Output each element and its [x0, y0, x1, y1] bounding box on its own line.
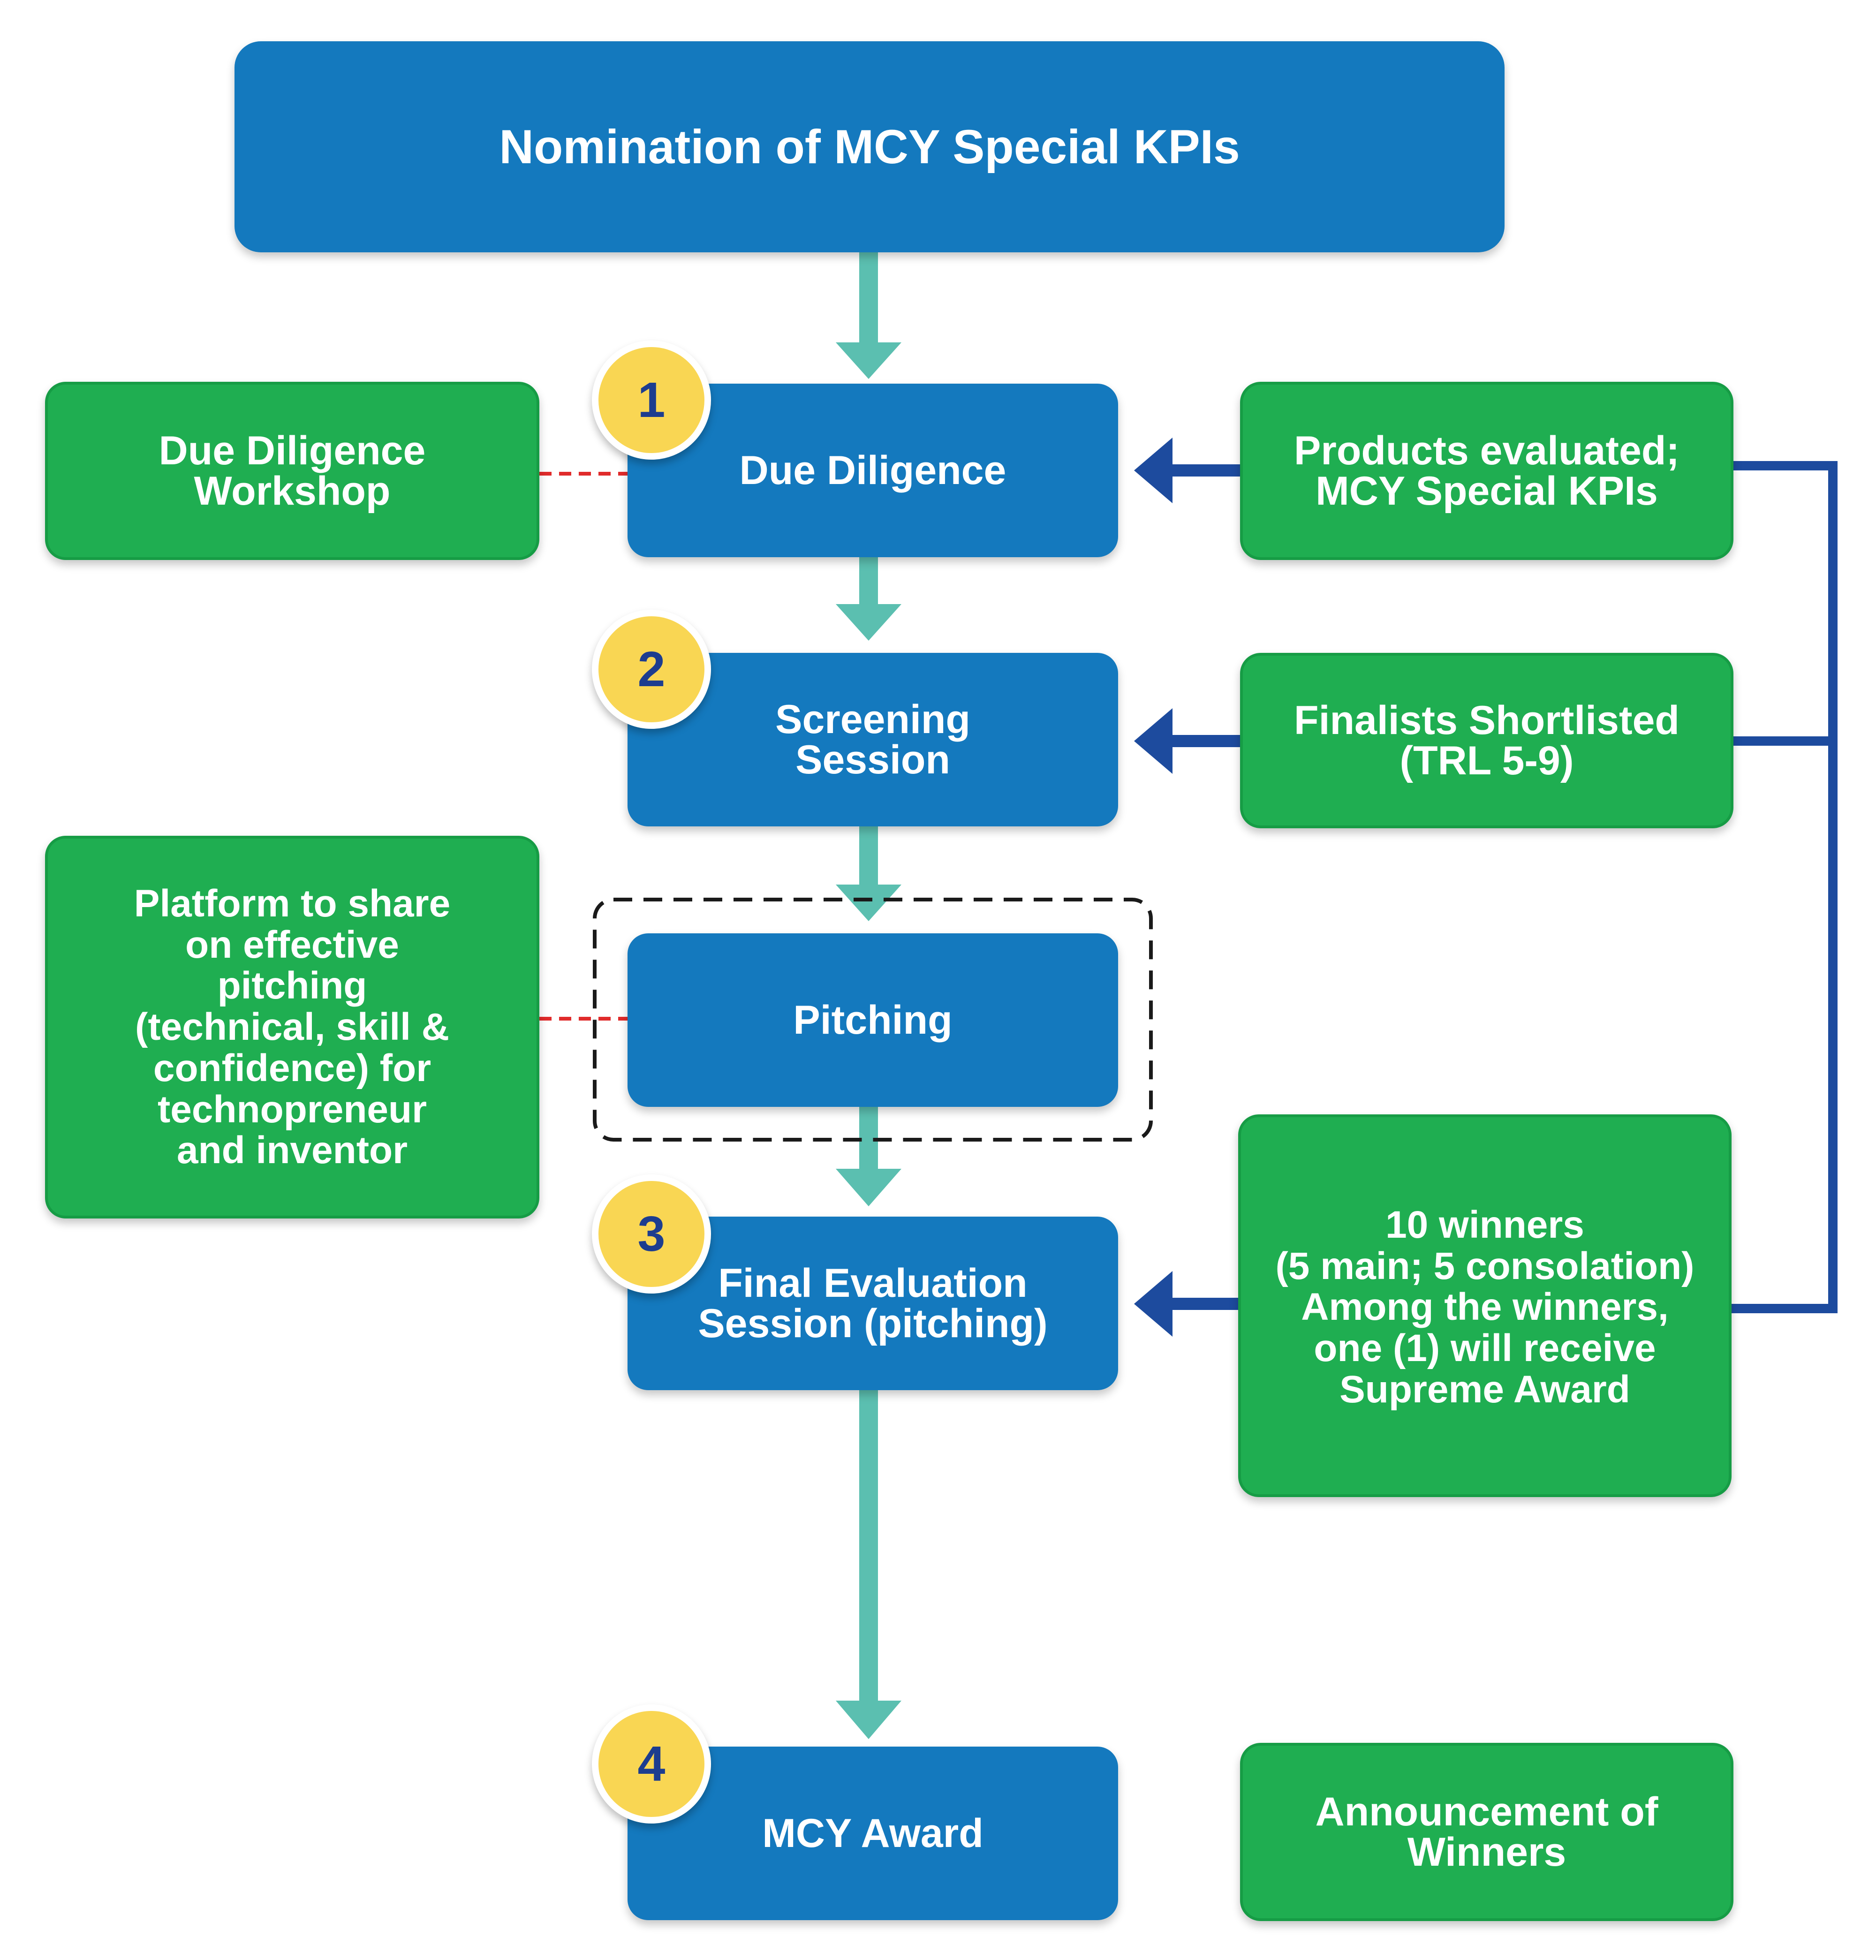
- flow-arrow-title-to-step1-head: [836, 342, 901, 379]
- step-pitching-box: Pitching: [628, 933, 1118, 1107]
- announcement-box: Announcement of Winners: [1240, 1743, 1733, 1921]
- flow-arrow-step1-to-step2-shaft: [859, 557, 878, 608]
- step-1-badge: 1: [592, 341, 711, 460]
- pitching-platform-label: Platform to share on effective pitching …: [134, 882, 451, 1172]
- due-diligence-workshop-label: Due Diligence Workshop: [159, 428, 426, 514]
- feedback-bracket: [1731, 461, 1838, 1313]
- pitching-platform-box: Platform to share on effective pitching …: [45, 836, 539, 1218]
- step-final-evaluation-label: Final Evaluation Session (pitching): [698, 1261, 1048, 1346]
- title-box: Nomination of MCY Special KPIs: [234, 41, 1505, 252]
- finalists-shortlisted-box: Finalists Shortlisted (TRL 5-9): [1240, 653, 1733, 828]
- step-2-badge: 2: [592, 610, 711, 729]
- flow-arrows: [836, 252, 901, 1739]
- flow-arrow-step3-to-step4-head: [836, 1701, 901, 1739]
- feedback-connectors: [1134, 438, 1838, 1337]
- flow-arrow-title-to-step1-shaft: [859, 252, 878, 346]
- feedback-arrow-1-head: [1134, 438, 1172, 503]
- title-text: Nomination of MCY Special KPIs: [499, 120, 1240, 174]
- step-screening-session-label: Screening Session: [775, 697, 970, 782]
- finalists-shortlisted-label: Finalists Shortlisted (TRL 5-9): [1294, 698, 1679, 783]
- feedback-arrow-2-head: [1134, 708, 1172, 774]
- step-4-badge: 4: [592, 1704, 711, 1824]
- flow-arrow-step3-to-step4-shaft: [859, 1390, 878, 1704]
- flow-arrow-step1-to-step2-head: [836, 604, 901, 641]
- due-diligence-workshop-box: Due Diligence Workshop: [45, 382, 539, 560]
- announcement-label: Announcement of Winners: [1315, 1789, 1658, 1875]
- winners-box: 10 winners (5 main; 5 consolation) Among…: [1238, 1114, 1732, 1497]
- products-evaluated-label: Products evaluated; MCY Special KPIs: [1294, 428, 1679, 514]
- winners-label: 10 winners (5 main; 5 consolation) Among…: [1275, 1203, 1694, 1411]
- feedback-arrow-3-head: [1134, 1271, 1172, 1337]
- step-pitching-label: Pitching: [793, 998, 953, 1043]
- flow-arrow-step2-to-pitching-shaft: [859, 826, 878, 888]
- step-due-diligence-label: Due Diligence: [739, 448, 1006, 493]
- step-3-badge: 3: [592, 1174, 711, 1294]
- flow-arrow-pitching-to-step3-head: [836, 1169, 901, 1206]
- step-mcy-award-label: MCY Award: [762, 1811, 983, 1856]
- products-evaluated-box: Products evaluated; MCY Special KPIs: [1240, 382, 1733, 560]
- flow-arrow-step2-to-pitching-head: [836, 885, 901, 921]
